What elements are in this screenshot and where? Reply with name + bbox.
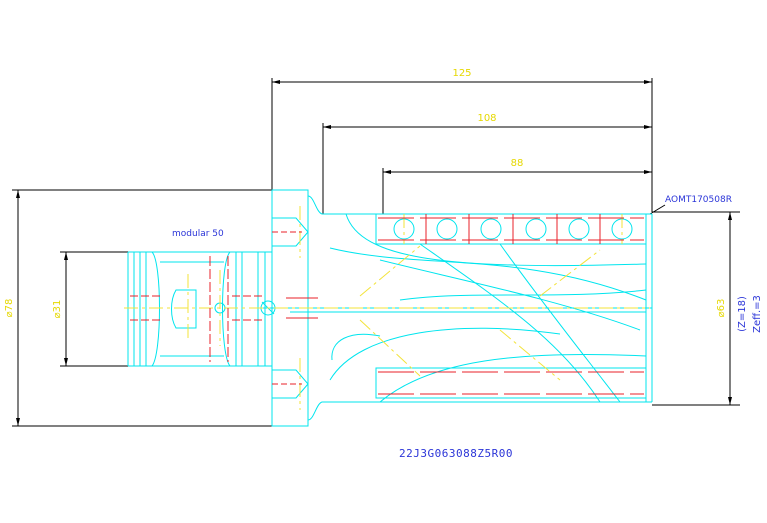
dim-length-108: 108 [477, 113, 496, 124]
dim-diameter-bore: ⌀31 [52, 300, 63, 319]
insert-label: AOMT170508R [665, 195, 732, 205]
dimension-arrows [16, 80, 732, 426]
part-code: 22J3G063088Z5R00 [399, 447, 513, 460]
dim-diameter-cutter: ⌀63 [716, 299, 727, 318]
dim-diameter-shank: ⌀78 [4, 299, 15, 318]
effective-teeth-label: Zeff.=3 [752, 295, 763, 333]
dim-length-88: 88 [511, 158, 524, 169]
teeth-label: (Z=18) [737, 296, 748, 332]
hidden-lines [130, 214, 644, 395]
adapter-label: modular 50 [172, 229, 224, 239]
dim-overall-length: 125 [452, 68, 471, 79]
